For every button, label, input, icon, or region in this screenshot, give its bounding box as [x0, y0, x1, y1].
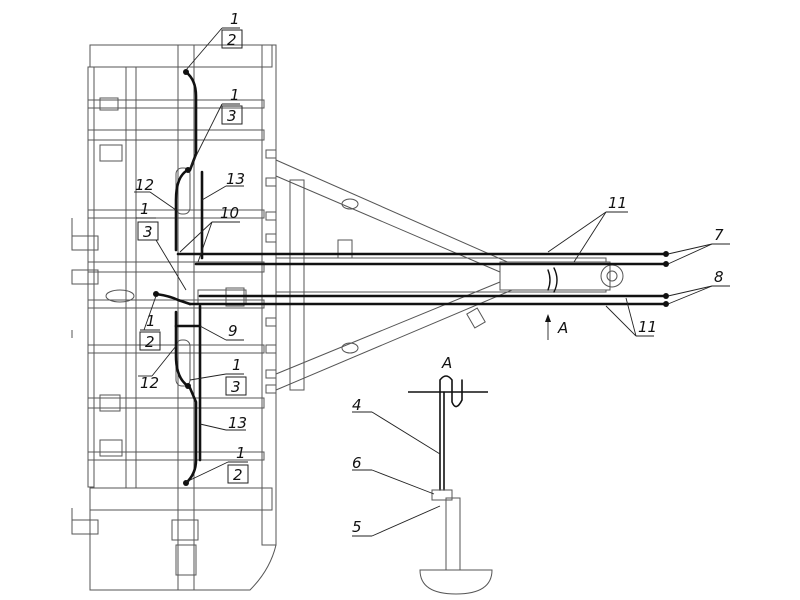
view-a-marker: A	[545, 314, 568, 340]
hose-center-left	[154, 292, 192, 306]
callout-9: 9	[228, 322, 238, 340]
callout-1-lower: 1	[232, 356, 242, 374]
callout-13-upper: 13	[226, 170, 245, 188]
callout-12-upper: 12	[135, 176, 154, 194]
callout-11-top: 11	[608, 194, 627, 212]
callout-1-left: 1	[146, 312, 156, 330]
hydraulic-hoses	[153, 69, 669, 486]
callout-1-top: 1	[230, 10, 240, 28]
callout-13-lower: 13	[228, 414, 247, 432]
callout-4: 4	[352, 396, 362, 414]
hose-upper	[184, 70, 198, 172]
callout-5: 5	[352, 518, 362, 536]
hitch-triangle	[275, 159, 624, 391]
callout-3-center: 3	[143, 223, 153, 241]
callout-1-upper: 1	[230, 86, 240, 104]
detail-section-a: A	[408, 354, 493, 595]
callout-12-lower: 12	[140, 374, 159, 392]
callouts: 1 2 1 3 13 12 10 1 3 1 2	[134, 10, 730, 537]
view-a-label: A	[557, 319, 568, 337]
callout-11-lower: 11	[638, 318, 657, 336]
machine-frame	[71, 44, 277, 591]
hose-holder-clip	[547, 267, 558, 293]
callout-1-center: 1	[140, 200, 150, 218]
callout-2-left: 2	[145, 333, 155, 351]
callout-3-upper: 3	[227, 107, 237, 125]
callout-2-top: 2	[227, 31, 237, 49]
callout-7: 7	[714, 226, 724, 244]
callout-3-lower: 3	[231, 378, 241, 396]
callout-6: 6	[352, 454, 362, 472]
callout-2-bottom: 2	[233, 466, 243, 484]
section-a-title: A	[441, 354, 452, 372]
callout-10: 10	[220, 204, 239, 222]
callout-1-bottom: 1	[236, 444, 246, 462]
callout-8: 8	[714, 268, 724, 286]
